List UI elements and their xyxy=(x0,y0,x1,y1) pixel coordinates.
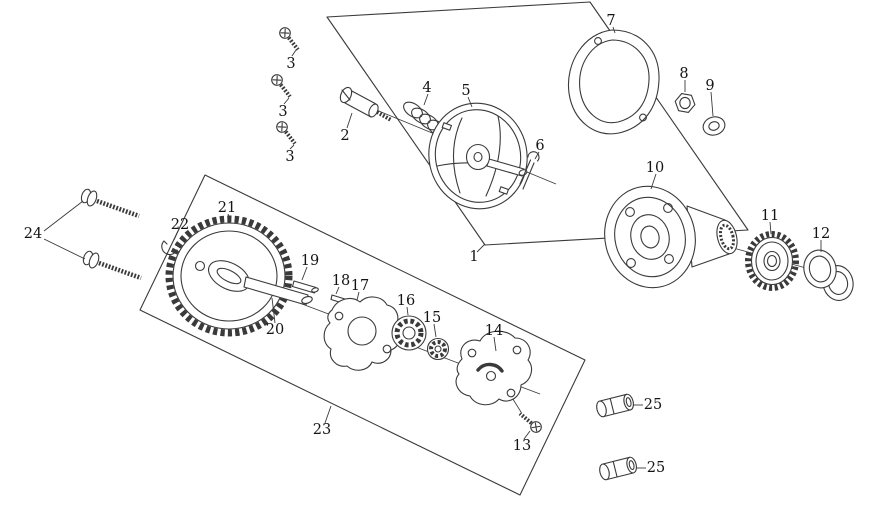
callout-11: 11 xyxy=(761,208,779,224)
callout-1: 1 xyxy=(469,249,478,265)
part-21-large-gear xyxy=(165,215,293,337)
callout-labels: 1 2 3 3 3 4 5 6 7 8 9 10 11 12 13 14 15 … xyxy=(24,13,830,476)
callout-3a: 3 xyxy=(286,56,295,72)
callout-17: 17 xyxy=(351,278,369,294)
assembly-box-oil-pump-group xyxy=(139,174,586,496)
callout-14: 14 xyxy=(485,323,503,339)
callout-15: 15 xyxy=(423,310,441,326)
callout-25a: 25 xyxy=(644,397,662,413)
callout-13: 13 xyxy=(513,438,531,454)
part-8-lock-nut xyxy=(674,93,696,113)
callout-22: 22 xyxy=(171,217,189,233)
part-19-pin xyxy=(291,280,319,294)
callout-7: 7 xyxy=(606,13,615,29)
part-6-cotter-clip xyxy=(519,151,540,190)
callout-20: 20 xyxy=(266,322,284,338)
callout-23: 23 xyxy=(313,422,331,438)
callout-25b: 25 xyxy=(647,460,665,476)
callout-24: 24 xyxy=(24,226,42,242)
part-5-drive-wheel xyxy=(428,102,528,210)
callout-leader-lines xyxy=(43,26,822,469)
callout-3b: 3 xyxy=(278,104,287,120)
part-7-gasket xyxy=(567,29,660,135)
part-25-clamps xyxy=(596,393,637,481)
callout-12: 12 xyxy=(812,226,830,242)
callout-21: 21 xyxy=(218,200,236,216)
part-10-clutch-drum xyxy=(604,185,738,289)
part-20-pump-shaft xyxy=(243,276,313,306)
callout-19: 19 xyxy=(301,253,319,269)
part-22-e-clip xyxy=(161,240,178,256)
callout-10: 10 xyxy=(646,160,664,176)
part-24-flange-bolts xyxy=(80,188,142,281)
part-16-outer-rotor xyxy=(391,315,427,351)
callout-6: 6 xyxy=(535,138,544,154)
part-12-seal-rings xyxy=(803,249,854,301)
part-2-union-bolt xyxy=(339,86,392,122)
part-11-driven-gear xyxy=(745,231,799,291)
callout-5: 5 xyxy=(461,83,470,99)
callout-8: 8 xyxy=(679,66,688,82)
part-15-inner-rotor xyxy=(426,337,450,361)
callout-9: 9 xyxy=(705,78,714,94)
part-14-pump-cover xyxy=(455,330,533,406)
callout-4: 4 xyxy=(422,80,431,96)
callout-2: 2 xyxy=(340,128,349,144)
part-3-pan-screws xyxy=(267,23,305,149)
callout-18: 18 xyxy=(332,273,350,289)
part-17-pump-body xyxy=(323,296,401,371)
part-9-washer xyxy=(702,116,726,136)
callout-16: 16 xyxy=(397,293,415,309)
part-13-cover-screw xyxy=(514,407,546,437)
callout-3c: 3 xyxy=(285,149,294,165)
